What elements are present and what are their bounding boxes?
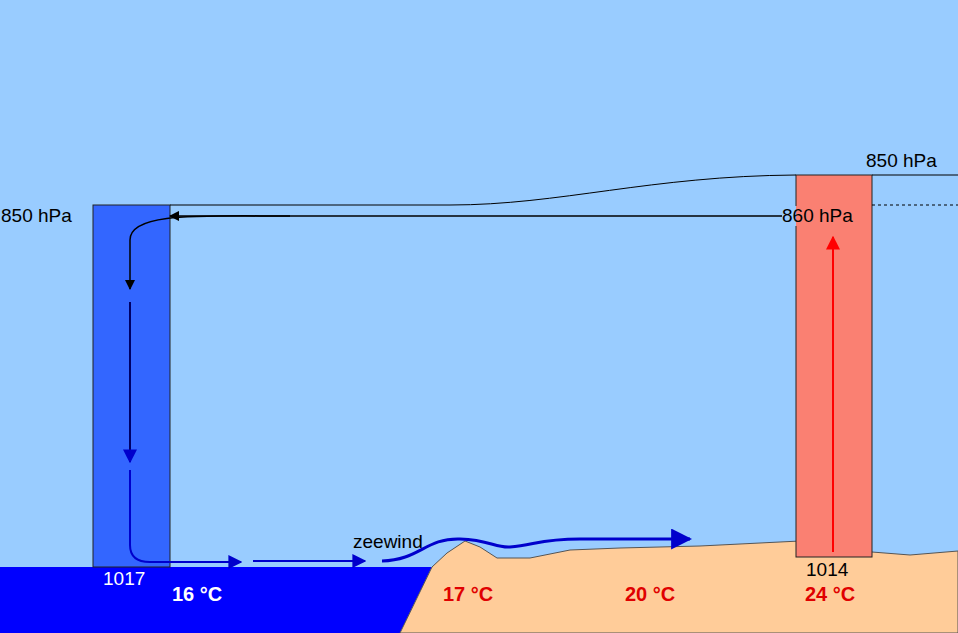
high-pressure-column: 1017 bbox=[93, 205, 170, 567]
isobar-dashed bbox=[872, 205, 958, 206]
isobar-label: 860 hPa bbox=[782, 206, 853, 226]
isobar-850 bbox=[170, 175, 958, 205]
isobar-label: 850 hPa bbox=[866, 151, 937, 171]
sea-flow-arrow bbox=[253, 560, 365, 562]
upper-return-flow bbox=[170, 215, 796, 217]
temperature-label: 20 °C bbox=[625, 584, 675, 604]
isobar-label: 850 hPa bbox=[1, 206, 72, 226]
temperature-label: 17 °C bbox=[443, 584, 493, 604]
sea-breeze-arrow bbox=[382, 539, 690, 561]
low-pressure-column: 1014 bbox=[796, 175, 872, 557]
cold-air-column bbox=[93, 205, 170, 567]
sea bbox=[0, 567, 432, 633]
temperature-label: 24 °C bbox=[805, 584, 855, 604]
warm-air-column bbox=[796, 175, 872, 557]
wind-label: zeewind bbox=[353, 532, 423, 552]
descending-flow-arrow bbox=[130, 216, 290, 289]
rising-air-arrow bbox=[832, 237, 834, 552]
pressure-value: 1014 bbox=[806, 560, 848, 580]
land bbox=[400, 541, 958, 633]
pressure-value: 1017 bbox=[103, 569, 145, 589]
descending-flow-arrow bbox=[129, 302, 131, 462]
temperature-label: 16 °C bbox=[172, 584, 222, 604]
sea-flow-arrow bbox=[130, 470, 241, 562]
